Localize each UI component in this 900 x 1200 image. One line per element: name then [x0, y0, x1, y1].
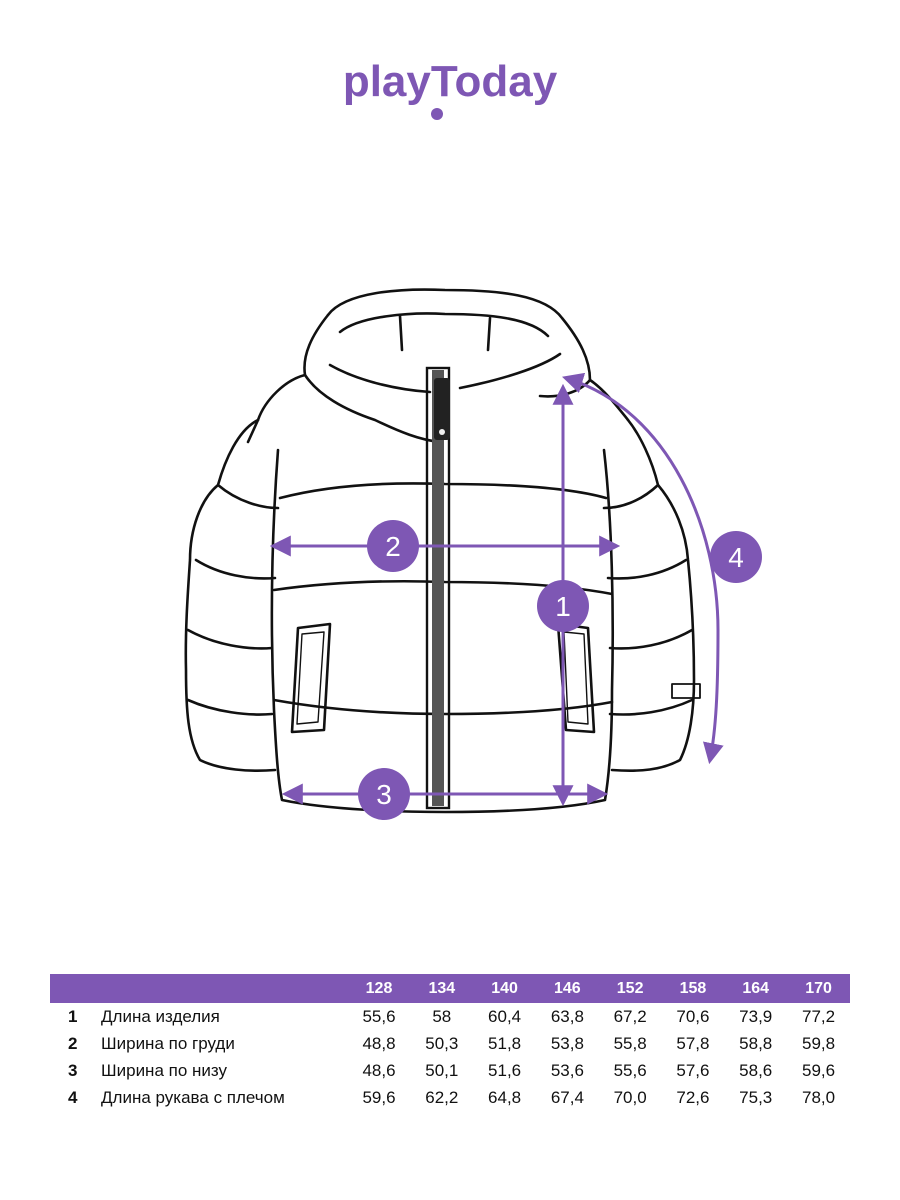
left-sleeve-quilt-2 — [194, 558, 277, 580]
size-header: 128 — [347, 974, 411, 1003]
hood-seam-left — [398, 314, 404, 352]
row-value: 58 — [432, 1006, 452, 1026]
row-value: 53,6 — [550, 1060, 584, 1080]
row-number: 1 — [68, 1006, 78, 1026]
row-value: 59,6 — [802, 1060, 836, 1080]
row-value: 70,0 — [613, 1087, 647, 1107]
table-row: 3 Ширина по низу 48,6 50,1 51,6 53,6 55,… — [50, 1057, 850, 1084]
size-header: 164 — [724, 974, 788, 1003]
marker-1: 1 — [537, 580, 589, 632]
row-value: 67,2 — [613, 1006, 647, 1026]
left-sleeve-quilt-1 — [216, 483, 280, 510]
marker-4: 4 — [710, 531, 762, 583]
zipper — [425, 366, 451, 810]
right-shoulder — [588, 378, 630, 422]
left-pocket — [290, 622, 332, 734]
marker-3: 3 — [358, 768, 410, 820]
measurement-lines — [269, 372, 724, 807]
row-value: 55,6 — [613, 1060, 647, 1080]
size-header: 152 — [598, 974, 662, 1003]
jacket-diagram: 1 2 3 4 — [0, 270, 900, 870]
row-value: 50,3 — [425, 1033, 459, 1053]
right-sleeve-quilt-1 — [602, 483, 660, 510]
row-value: 75,3 — [739, 1087, 773, 1107]
table-row: 1 Длина изделия 55,6 58 60,4 63,8 67,2 7… — [50, 1003, 850, 1030]
row-value: 51,6 — [488, 1060, 522, 1080]
row-label: Длина изделия — [101, 1006, 220, 1026]
row-value: 57,8 — [676, 1033, 710, 1053]
row-value: 53,8 — [550, 1033, 584, 1053]
row-value: 72,6 — [676, 1087, 710, 1107]
size-header: 170 — [787, 974, 850, 1003]
row-value: 63,8 — [550, 1006, 584, 1026]
row-value: 50,1 — [425, 1060, 459, 1080]
row-value: 59,6 — [362, 1087, 396, 1107]
brand-logo-mark: playToday — [343, 57, 558, 120]
row-value: 70,6 — [676, 1006, 710, 1026]
row-label: Ширина по низу — [101, 1060, 227, 1080]
hood-seam-right — [486, 316, 492, 352]
row-value: 58,8 — [739, 1033, 773, 1053]
row-value: 55,6 — [362, 1006, 396, 1026]
row-number: 4 — [68, 1087, 78, 1107]
row-value: 62,2 — [425, 1087, 459, 1107]
row-value: 58,6 — [739, 1060, 773, 1080]
zipper-pull — [434, 378, 450, 440]
row-value: 48,6 — [362, 1060, 396, 1080]
size-header: 134 — [410, 974, 474, 1003]
row-value: 59,8 — [802, 1033, 836, 1053]
row-value: 73,9 — [739, 1006, 773, 1026]
right-sleeve-quilt-2 — [606, 558, 688, 580]
right-sleeve-quilt-4 — [608, 698, 694, 716]
right-sleeve-quilt-3 — [608, 628, 694, 650]
marker-2: 2 — [367, 520, 419, 572]
right-sleeve — [610, 418, 696, 772]
hood-left — [303, 313, 442, 444]
marker-1-label: 1 — [555, 591, 571, 622]
right-pocket-inner — [563, 631, 589, 725]
size-header: 158 — [661, 974, 725, 1003]
left-sleeve-quilt-3 — [186, 628, 274, 650]
marker-2-label: 2 — [385, 531, 401, 562]
row-value: 55,8 — [613, 1033, 647, 1053]
brand-logo: playToday — [0, 52, 900, 133]
table-row: 2 Ширина по груди 48,8 50,3 51,8 53,8 55… — [50, 1030, 850, 1057]
sleeve-tab — [671, 683, 701, 699]
row-number: 2 — [68, 1033, 78, 1053]
row-label: Ширина по груди — [101, 1033, 235, 1053]
brand-logo-dot — [431, 108, 443, 120]
size-header: 140 — [473, 974, 536, 1003]
left-pocket-inner — [296, 631, 325, 725]
row-value: 60,4 — [488, 1006, 522, 1026]
size-header-blank — [50, 974, 102, 1003]
row-value: 64,8 — [488, 1087, 522, 1107]
row-value: 57,6 — [676, 1060, 710, 1080]
row-value: 77,2 — [802, 1006, 836, 1026]
marker-3-label: 3 — [376, 779, 392, 810]
left-sleeve-quilt-4 — [186, 698, 274, 716]
table-row: 4 Длина рукава с плечом 59,6 62,2 64,8 6… — [50, 1084, 850, 1111]
left-shoulder — [246, 373, 307, 444]
row-value: 48,8 — [362, 1033, 396, 1053]
hood-rim-right — [458, 352, 562, 390]
jacket-illustration: 1 2 3 4 — [184, 288, 762, 820]
size-header-row: 128 134 140 146 152 158 164 170 — [50, 974, 850, 1003]
row-value: 67,4 — [550, 1087, 584, 1107]
hood-inner — [338, 312, 550, 338]
left-sleeve — [184, 418, 277, 772]
measure-line-4 — [561, 372, 724, 765]
brand-logo-text: playToday — [343, 57, 558, 106]
row-number: 3 — [68, 1060, 78, 1080]
row-value: 78,0 — [802, 1087, 836, 1107]
size-header: 146 — [535, 974, 599, 1003]
size-table: 128 134 140 146 152 158 164 170 1 Длина … — [50, 974, 850, 1111]
row-label: Длина рукава с плечом — [101, 1087, 285, 1107]
marker-4-label: 4 — [728, 542, 744, 573]
size-header-blank-label — [101, 974, 348, 1003]
row-value: 51,8 — [488, 1033, 522, 1053]
hood-rim-left — [328, 363, 432, 394]
